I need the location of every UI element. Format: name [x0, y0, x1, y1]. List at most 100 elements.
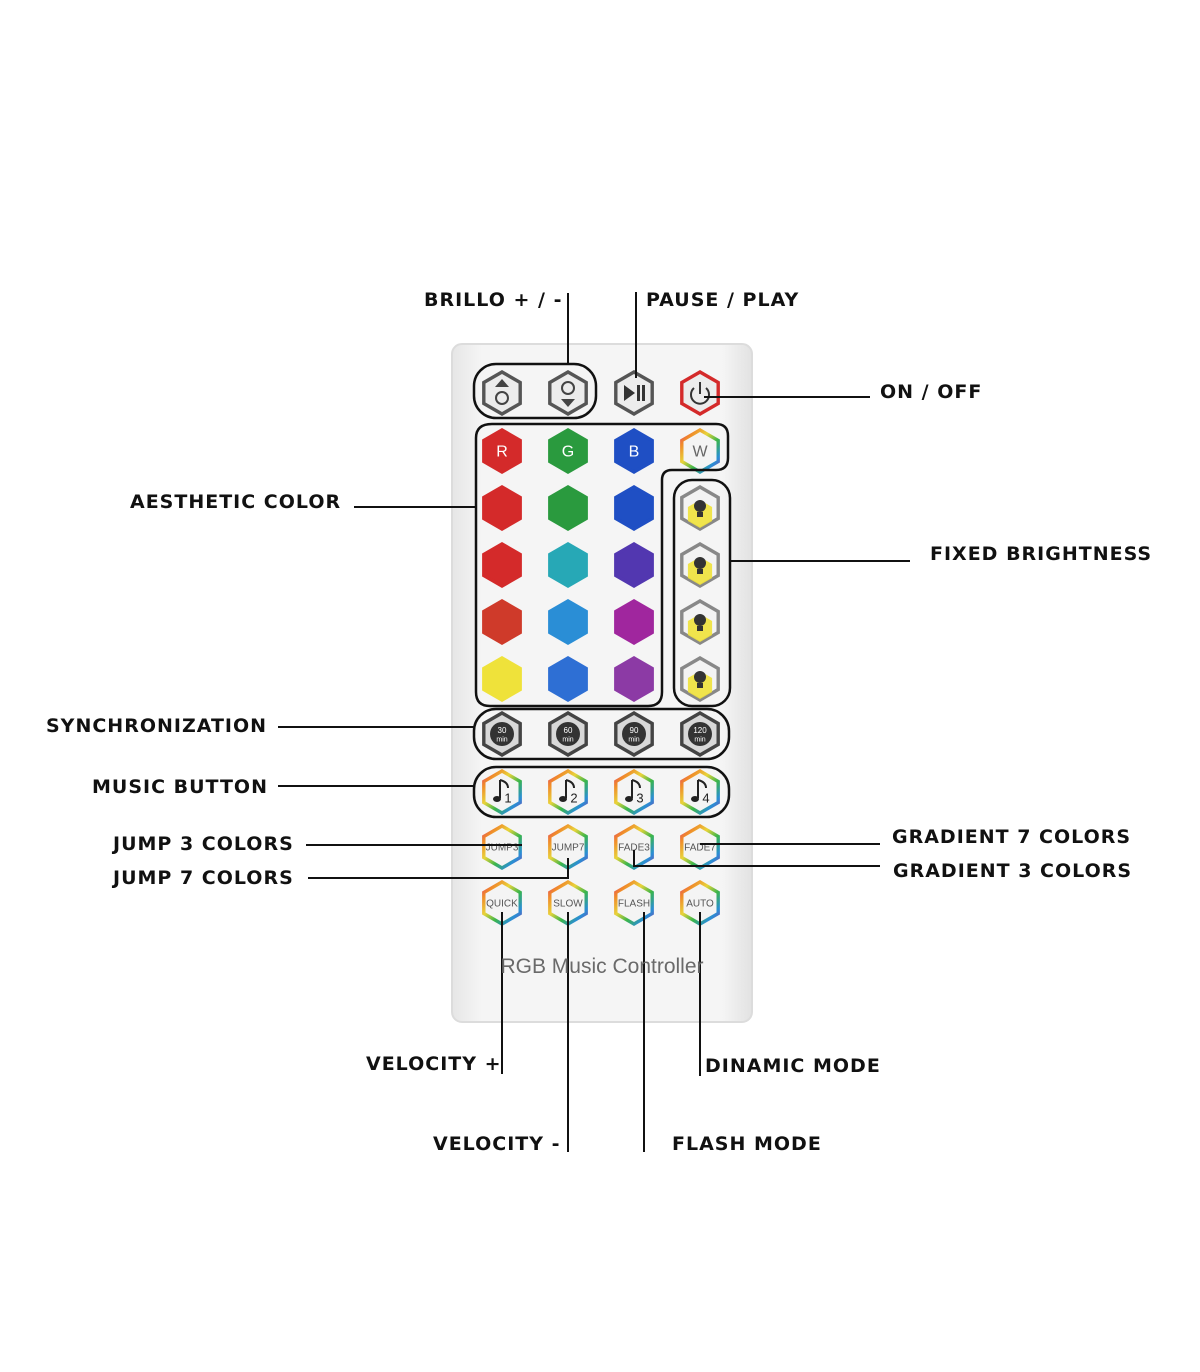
color-swatch-key[interactable]: [482, 599, 522, 645]
mode-key-label: AUTO: [686, 899, 714, 910]
mode-key-fade3[interactable]: FADE3: [614, 824, 654, 870]
color-key-label: W: [692, 444, 708, 461]
leader-gradient3: [633, 850, 880, 867]
play-pause-icon: [624, 385, 645, 401]
synchronization-group-outline: [472, 707, 731, 761]
bulb-icon: [694, 614, 706, 631]
callout-pause-play: PAUSE / PLAY: [646, 289, 800, 311]
timer-icon: [622, 722, 646, 746]
brightness-down-icon: [561, 381, 575, 407]
timer-unit: min: [562, 736, 573, 743]
color-key-b[interactable]: B: [614, 428, 654, 474]
mode-key-label: FADE7: [684, 843, 716, 854]
timer-value: 30: [498, 726, 507, 735]
music-key-number: 4: [702, 791, 709, 806]
color-swatch-key[interactable]: [482, 656, 522, 702]
timer-value: 120: [693, 726, 707, 735]
mode-key-label: JUMP3: [486, 843, 519, 854]
timer-value: 90: [630, 726, 639, 735]
callout-velocity-minus: VELOCITY -: [433, 1133, 561, 1155]
color-swatch-key[interactable]: [614, 656, 654, 702]
bulb-icon: [694, 557, 706, 574]
fixed-brightness-key-3[interactable]: [680, 599, 720, 645]
color-swatch-key[interactable]: [614, 485, 654, 531]
callout-music-button: MUSIC BUTTON: [92, 776, 268, 798]
music-group-outline: [472, 765, 731, 819]
mode-key-slow[interactable]: SLOW: [548, 880, 588, 926]
color-key-label: R: [496, 444, 508, 461]
brightness-up-icon: [495, 379, 509, 405]
callout-dynamic-mode: DINAMIC MODE: [705, 1055, 881, 1077]
callout-gradient7: GRADIENT 7 COLORS: [892, 826, 1132, 848]
fixed-brightness-group-outline: [672, 478, 732, 708]
mode-key-label: FADE3: [618, 843, 650, 854]
power-button[interactable]: [680, 370, 720, 416]
callout-on-off: ON / OFF: [880, 381, 983, 403]
mode-key-label: FLASH: [618, 899, 650, 910]
callout-fixed-brightness: FIXED BRIGHTNESS: [930, 543, 1153, 565]
color-swatch-key[interactable]: [548, 656, 588, 702]
timer-icon: [688, 722, 712, 746]
callout-velocity-plus: VELOCITY +: [366, 1053, 502, 1075]
fixed-brightness-key-1[interactable]: [680, 485, 720, 531]
color-key-label: B: [629, 444, 640, 461]
music-note-icon: [625, 779, 641, 802]
color-swatch-key[interactable]: [614, 542, 654, 588]
callout-jump7: JUMP 7 COLORS: [113, 867, 294, 889]
color-swatch-key[interactable]: [482, 485, 522, 531]
fixed-brightness-key-4[interactable]: [680, 656, 720, 702]
mode-key-jump3[interactable]: JUMP3: [482, 824, 522, 870]
mode-key-jump7[interactable]: JUMP7: [548, 824, 588, 870]
callout-aesthetic-color: AESTHETIC COLOR: [130, 491, 342, 513]
music-key-number: 2: [570, 791, 577, 806]
color-key-g[interactable]: G: [548, 428, 588, 474]
color-swatch-key[interactable]: [614, 599, 654, 645]
mode-key-label: JUMP7: [552, 843, 585, 854]
music-key-number: 1: [504, 791, 511, 806]
timer-unit: min: [694, 736, 705, 743]
music-key-1[interactable]: 1: [482, 769, 522, 815]
bulb-icon: [694, 500, 706, 517]
music-key-2[interactable]: 2: [548, 769, 588, 815]
color-swatch-key[interactable]: [548, 599, 588, 645]
callout-synchronization: SYNCHRONIZATION: [46, 715, 268, 737]
timer-unit: min: [628, 736, 639, 743]
timer-icon: [556, 722, 580, 746]
color-swatch-key[interactable]: [548, 542, 588, 588]
mode-key-auto[interactable]: AUTO: [680, 880, 720, 926]
callout-gradient3: GRADIENT 3 COLORS: [893, 860, 1133, 882]
timer-unit: min: [496, 736, 507, 743]
bulb-icon: [694, 671, 706, 688]
aesthetic-color-group-outline: [474, 422, 730, 708]
color-swatch-key[interactable]: [482, 542, 522, 588]
timer-icon: [490, 722, 514, 746]
remote-body: [451, 343, 753, 1023]
brightness-down-button[interactable]: [548, 370, 588, 416]
music-note-icon: [691, 779, 707, 802]
callout-flash-mode: FLASH MODE: [672, 1133, 822, 1155]
callout-jump3: JUMP 3 COLORS: [113, 833, 294, 855]
mode-key-quick[interactable]: QUICK: [482, 880, 522, 926]
mode-key-fade7[interactable]: FADE7: [680, 824, 720, 870]
timer-value: 60: [564, 726, 573, 735]
leader-jump7: [308, 858, 569, 879]
music-key-4[interactable]: 4: [680, 769, 720, 815]
fixed-brightness-key-2[interactable]: [680, 542, 720, 588]
music-note-icon: [559, 779, 575, 802]
color-swatch-key[interactable]: [548, 485, 588, 531]
color-key-w[interactable]: W: [680, 428, 720, 474]
brightness-group-outline: [472, 362, 598, 420]
callout-brightness: BRILLO + / -: [424, 289, 563, 311]
color-key-r[interactable]: R: [482, 428, 522, 474]
music-key-3[interactable]: 3: [614, 769, 654, 815]
power-icon: [690, 382, 710, 405]
remote-brand-text: RGB Music Controller: [500, 955, 703, 978]
brightness-up-button[interactable]: [482, 370, 522, 416]
play-pause-button[interactable]: [614, 370, 654, 416]
music-note-icon: [493, 779, 509, 802]
